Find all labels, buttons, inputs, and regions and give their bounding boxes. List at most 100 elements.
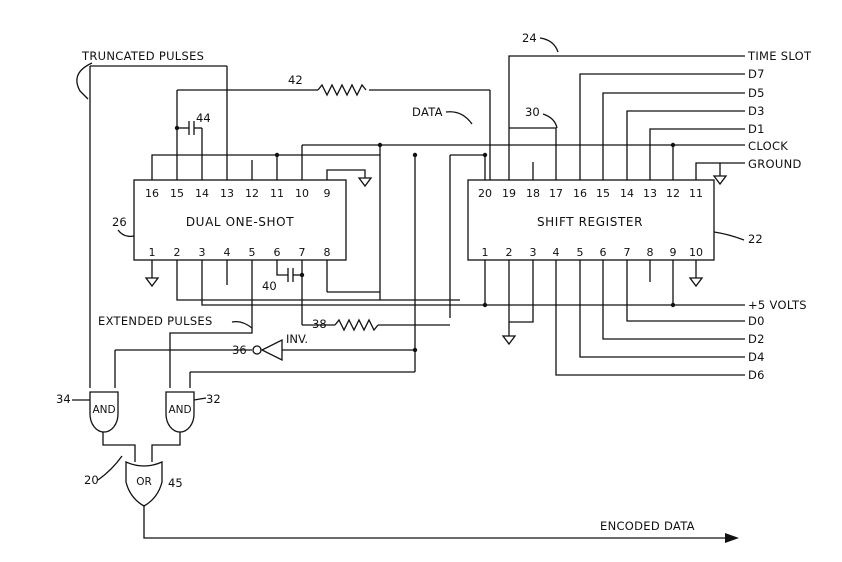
one-shot-top-pin: 15 xyxy=(170,187,184,200)
wire-os-pin2-vcc xyxy=(176,260,460,301)
truncated-pulses-leader xyxy=(76,62,93,100)
shift-register-top-pin: 20 xyxy=(478,187,492,200)
inverter-bubble xyxy=(252,345,262,355)
ref-22: 22 xyxy=(748,232,763,246)
ground-symbol xyxy=(144,277,160,288)
shift-register-top-pin: 17 xyxy=(549,187,563,200)
wire-extended-pulses xyxy=(169,260,253,388)
inverter-label: INV. xyxy=(286,332,308,346)
shift-register-top-pin: 16 xyxy=(573,187,587,200)
ref-44: 44 xyxy=(196,111,211,125)
label-extended-pulses: EXTENDED PULSES xyxy=(98,314,213,328)
wire-pin9-ground xyxy=(326,169,366,180)
wire-d4 xyxy=(579,260,745,358)
label-d0: D0 xyxy=(748,314,765,328)
shift-register-bottom-pin: 5 xyxy=(577,246,584,259)
ref-26-leader xyxy=(117,229,135,238)
one-shot-top-pin: 11 xyxy=(270,187,284,200)
wire-pin16-bus xyxy=(151,154,380,180)
shift-register-bottom-pin: 4 xyxy=(553,246,560,259)
ref-34: 34 xyxy=(56,392,71,406)
one-shot-top-pin: 9 xyxy=(324,187,331,200)
label-encoded-data: ENCODED DATA xyxy=(600,519,695,533)
shift-register-bottom-pin: 9 xyxy=(670,246,677,259)
shift-register-top-pin: 14 xyxy=(620,187,634,200)
resistor-42 xyxy=(317,83,367,97)
ref-24-leader xyxy=(539,37,559,53)
label-d4: D4 xyxy=(748,350,765,364)
label-time-slot: TIME SLOT xyxy=(747,49,812,63)
wire-plus5v xyxy=(201,260,745,306)
one-shot-bottom-pin: 4 xyxy=(224,246,231,259)
shift-register-top-pin: 18 xyxy=(526,187,540,200)
and-gate-34-body xyxy=(89,391,119,433)
wire-d5 xyxy=(602,92,745,180)
junction-dot xyxy=(482,302,488,308)
wire-d3 xyxy=(626,110,745,180)
ref-42: 42 xyxy=(288,73,303,87)
and-gate-34-label: AND xyxy=(92,404,115,416)
wiring xyxy=(89,55,745,543)
shift-register-top-pin: 19 xyxy=(502,187,516,200)
wire-d7 xyxy=(579,73,745,180)
wire-encoded-data xyxy=(143,500,725,539)
wire-d6 xyxy=(555,260,745,376)
wire-and34-out xyxy=(102,432,136,462)
label-clock: CLOCK xyxy=(748,139,788,153)
shift-register-bottom-pin: 3 xyxy=(530,246,537,259)
or-gate-45-label: OR xyxy=(136,476,152,488)
wire-d1 xyxy=(649,128,745,180)
junction-dot xyxy=(274,152,280,158)
wire-d2 xyxy=(602,260,745,340)
label-ground: GROUND xyxy=(748,157,802,171)
one-shot-body xyxy=(133,179,347,261)
wire-sr-pin17 xyxy=(509,127,557,180)
shift-register-bottom-pin: 10 xyxy=(689,246,703,259)
label-d1: D1 xyxy=(748,122,765,136)
ref-38: 38 xyxy=(312,317,327,331)
shift-register-chip: SHIFT REGISTER 20 19 18 17 16 15 14 13 1… xyxy=(467,179,715,261)
inverter-body xyxy=(260,338,283,362)
ref-30: 30 xyxy=(525,105,540,119)
shift-register-top-pin: 12 xyxy=(666,187,680,200)
shift-register-top-pin: 13 xyxy=(643,187,657,200)
label-d2: D2 xyxy=(748,332,765,346)
or-gate-45: OR xyxy=(125,461,163,507)
ground-symbol xyxy=(501,335,517,346)
label-data: DATA xyxy=(412,105,443,119)
shift-register-bottom-pin: 8 xyxy=(647,246,654,259)
resistor-38 xyxy=(334,318,379,332)
ground-symbol xyxy=(688,277,704,288)
shift-register-top-pin: 15 xyxy=(596,187,610,200)
label-d7: D7 xyxy=(748,67,765,81)
ground-symbol xyxy=(712,175,728,186)
junction-dot xyxy=(299,272,305,278)
ref-40: 40 xyxy=(262,279,277,293)
one-shot-bottom-pin: 7 xyxy=(299,246,306,259)
shift-register-top-pin: 11 xyxy=(689,187,703,200)
one-shot-top-pin: 10 xyxy=(295,187,309,200)
one-shot-top-pin: 14 xyxy=(195,187,209,200)
shift-register-bottom-pin: 7 xyxy=(624,246,631,259)
ref-45: 45 xyxy=(168,476,183,490)
and-gate-32-label: AND xyxy=(168,404,191,416)
one-shot-top-pin: 16 xyxy=(145,187,159,200)
ref-30-leader xyxy=(542,113,558,129)
ref-20: 20 xyxy=(84,473,99,487)
ref-32: 32 xyxy=(206,392,221,406)
ref-20-leader xyxy=(97,455,123,481)
one-shot-bottom-pin: 6 xyxy=(274,246,281,259)
and-gate-34: AND xyxy=(89,391,119,433)
label-d6: D6 xyxy=(748,368,765,382)
shift-register-body xyxy=(467,179,715,261)
and-gate-32: AND xyxy=(165,391,195,433)
arrow-encoded-data xyxy=(725,533,739,543)
ref-22-leader xyxy=(713,231,745,241)
junction-dot xyxy=(670,302,676,308)
one-shot-title: DUAL ONE-SHOT xyxy=(186,215,294,229)
extended-pulses-leader xyxy=(231,320,253,329)
one-shot-bottom-pin: 1 xyxy=(149,246,156,259)
shift-register-bottom-pin: 2 xyxy=(506,246,513,259)
junction-dot xyxy=(412,152,418,158)
ref-26: 26 xyxy=(112,215,127,229)
